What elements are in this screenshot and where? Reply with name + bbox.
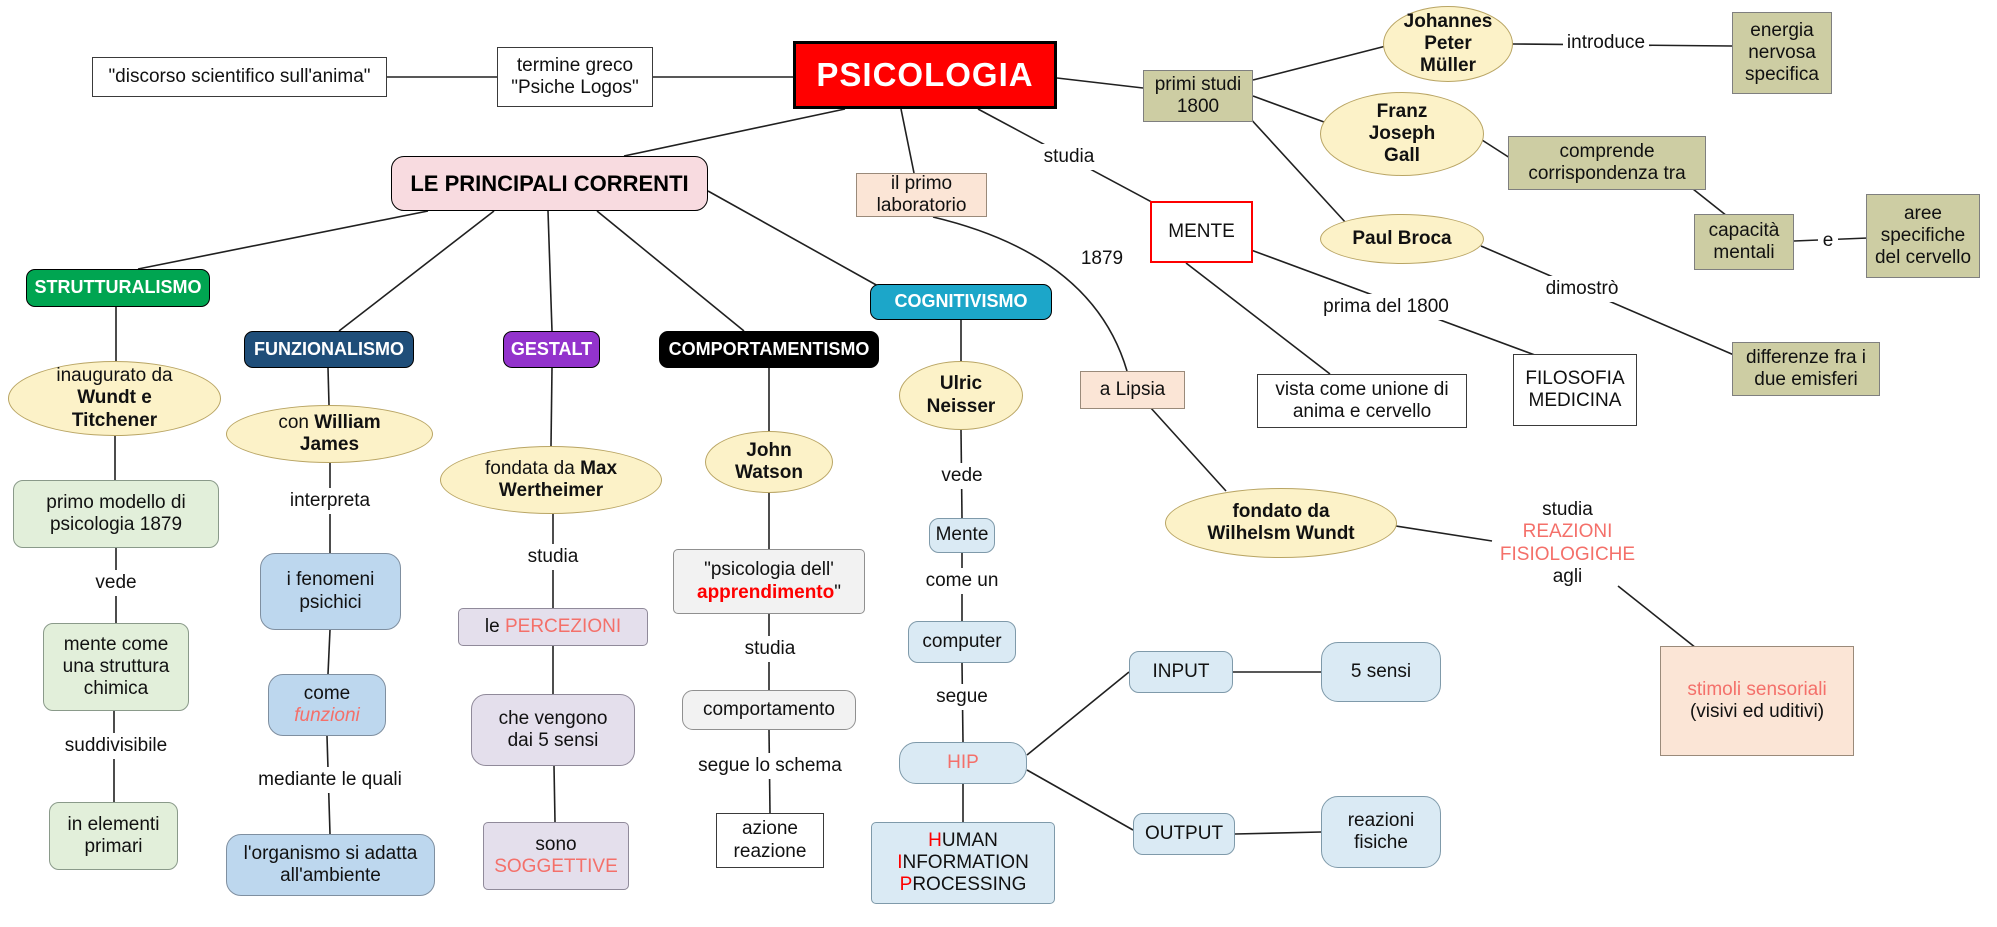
node-mente-cognitivismo: Mente (929, 518, 995, 553)
node-discorso-scientifico: "discorso scientifico sull'anima" (92, 57, 387, 97)
edge-label-1879: 1879 (1076, 246, 1128, 272)
edge-label-come-un: come un (922, 568, 1002, 594)
node-a-lipsia: a Lipsia (1080, 371, 1185, 409)
edge-label-mediante-le-quali: mediante le quali (250, 767, 410, 793)
node-output: OUTPUT (1133, 813, 1235, 855)
node-i-fenomeni-psichici: i fenomeni psichici (260, 553, 401, 630)
node-reazioni-fisiche: reazioni fisiche (1321, 796, 1441, 868)
node-funzionalismo: FUNZIONALISMO (244, 331, 414, 368)
node-franz-joseph-gall: Franz Joseph Gall (1320, 92, 1484, 176)
node-comprende-corrispondenza: comprende corrispondenza tra (1508, 136, 1706, 190)
edge-label-vede-cognitivismo: vede (934, 463, 990, 489)
edge-label-e: e (1818, 228, 1838, 254)
node-il-primo-laboratorio: il primo laboratorio (856, 173, 987, 217)
node-energia-nervosa-specifica: energia nervosa specifica (1732, 12, 1832, 94)
node-organismo-si-adatta: l'organismo si adatta all'ambiente (226, 834, 435, 896)
node-vista-come-unione: vista come unione di anima e cervello (1257, 374, 1467, 428)
node-gestalt: GESTALT (503, 331, 600, 368)
edge-label-studia: studia (1040, 144, 1098, 170)
node-primi-studi-1800: primi studi 1800 (1143, 70, 1253, 122)
node-con-william-james: con William James (226, 405, 433, 463)
node-primo-modello-1879: primo modello di psicologia 1879 (13, 480, 219, 548)
edge-label-vede-strutturalismo: vede (88, 570, 144, 596)
node-comportamento: comportamento (682, 690, 856, 730)
node-le-percezioni: le PERCEZIONI (458, 608, 648, 646)
node-mente: MENTE (1150, 201, 1253, 263)
node-mente-come-struttura-chimica: mente come una struttura chimica (43, 623, 189, 711)
edge-label-interpreta: interpreta (276, 488, 384, 514)
node-hip: HIP (899, 742, 1027, 784)
node-aree-specifiche-cervello: aree specifiche del cervello (1866, 194, 1980, 278)
node-johannes-peter-muller: Johannes Peter Müller (1383, 6, 1513, 82)
node-strutturalismo: STRUTTURALISMO (26, 269, 210, 307)
node-john-watson: John Watson (705, 431, 833, 493)
node-comportamentismo: COMPORTAMENTISMO (659, 331, 879, 368)
node-input: INPUT (1129, 651, 1233, 693)
node-come-funzioni: come funzioni (268, 674, 386, 736)
node-che-vengono-dai-5-sensi: che vengono dai 5 sensi (471, 694, 635, 766)
edge-label-studia-gestalt: studia (525, 544, 581, 570)
text-studia-reazioni-fisiologiche: studia REAZIONI FISIOLOGICHE agli (1499, 499, 1636, 587)
node-differenze-due-emisferi: differenze fra i due emisferi (1732, 342, 1880, 396)
edge-label-studia-comportamentismo: studia (742, 636, 798, 662)
node-termine-greco: termine greco "Psiche Logos" (497, 47, 653, 107)
node-inaugurato-da-wundt-titchener: inaugurato da Wundt e Titchener (8, 361, 221, 436)
edge-label-suddivisibile: suddivisibile (54, 733, 178, 759)
edge-label-dimostro: dimostrò (1538, 276, 1626, 302)
node-azione-reazione: azione reazione (716, 813, 824, 868)
node-ulric-neisser: Ulric Neisser (899, 361, 1023, 430)
node-sono-soggettive: sono SOGGETTIVE (483, 822, 629, 890)
node-computer: computer (908, 621, 1016, 663)
node-le-principali-correnti: LE PRINCIPALI CORRENTI (391, 156, 708, 211)
node-5-sensi: 5 sensi (1321, 642, 1441, 702)
node-filosofia-medicina: FILOSOFIA MEDICINA (1513, 354, 1637, 426)
node-fondata-da-wertheimer: fondata da Max Wertheimer (440, 446, 662, 514)
node-fondato-da-wundt: fondato da Wilhelsm Wundt (1165, 488, 1397, 558)
edge-label-segue: segue (933, 684, 991, 710)
edge-label-introduce: introduce (1563, 30, 1649, 56)
node-cognitivismo: COGNITIVISMO (870, 284, 1052, 320)
node-in-elementi-primari: in elementi primari (49, 802, 178, 870)
node-psicologia: PSICOLOGIA (793, 41, 1057, 109)
edge-label-prima-del-1800: prima del 1800 (1318, 294, 1454, 320)
node-psicologia-apprendimento: "psicologia dell' apprendimento" (673, 549, 865, 614)
node-paul-broca: Paul Broca (1320, 214, 1484, 264)
edge-label-segue-lo-schema: segue lo schema (697, 753, 843, 779)
node-stimoli-sensoriali: stimoli sensoriali (visivi ed uditivi) (1660, 646, 1854, 756)
node-capacita-mentali: capacità mentali (1694, 214, 1794, 270)
